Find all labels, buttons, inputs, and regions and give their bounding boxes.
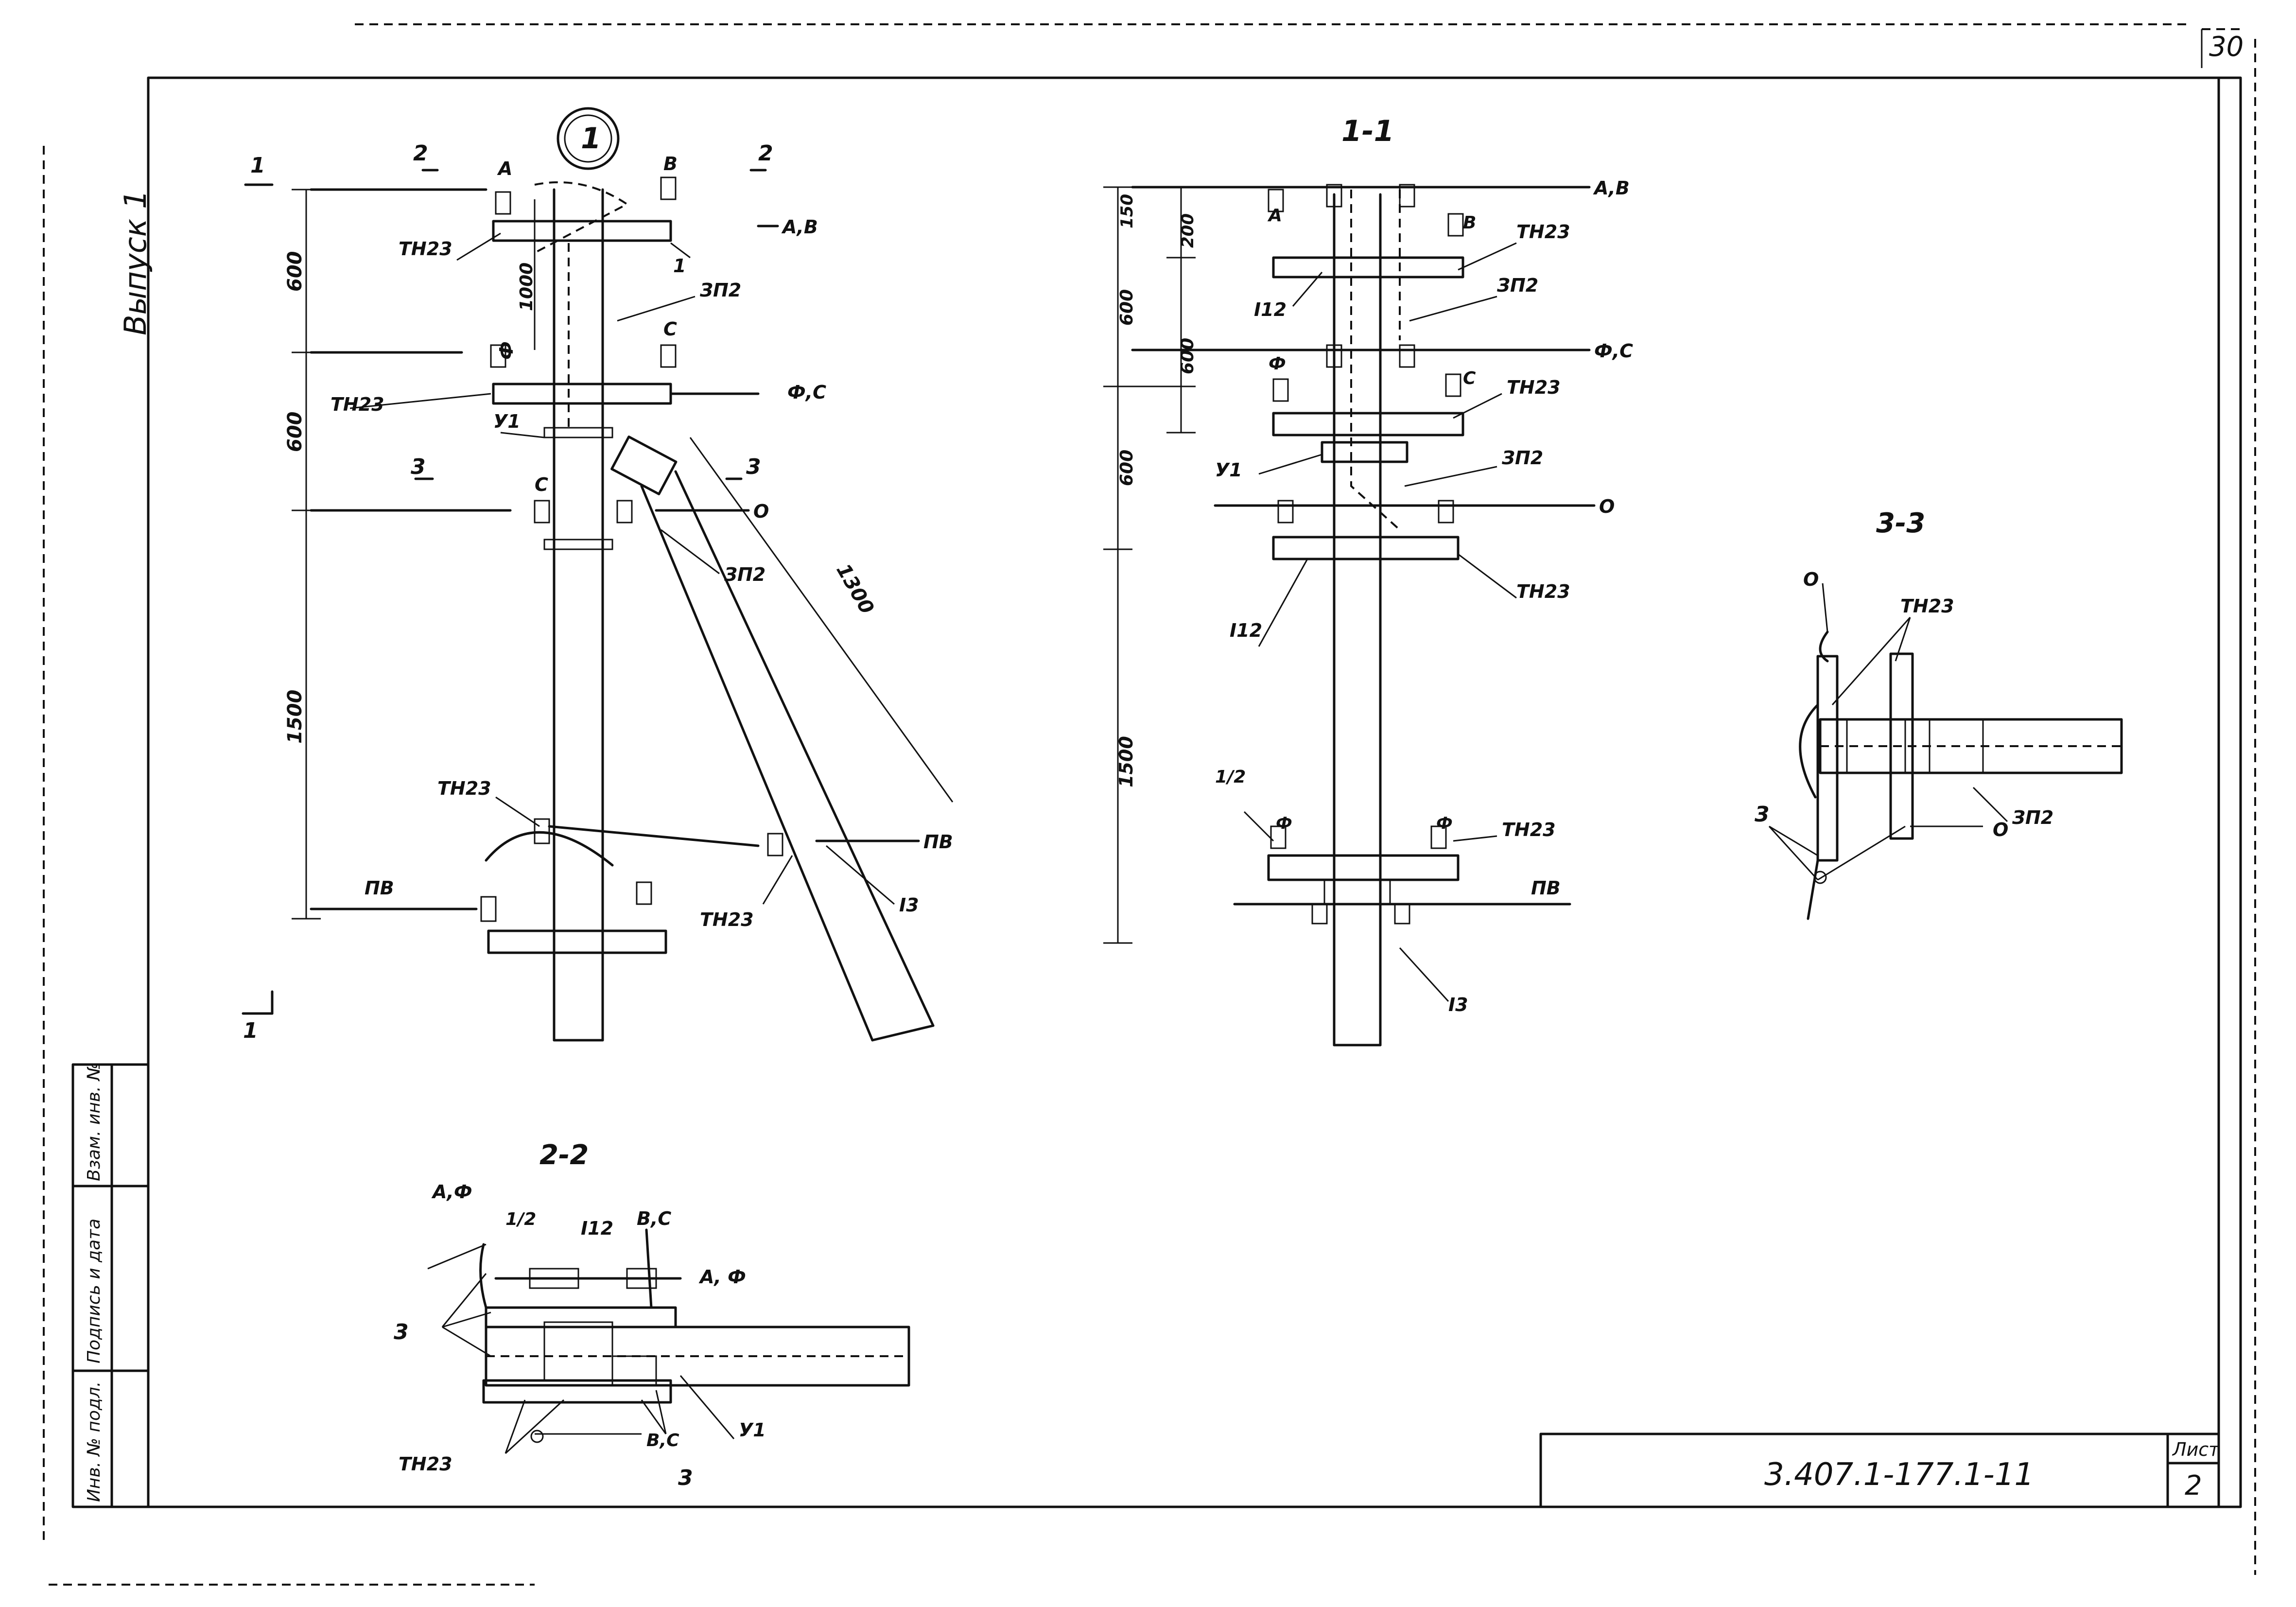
main-label-o: О (753, 501, 769, 522)
main-label-tn23-top: ТН23 (399, 238, 452, 260)
section-1-1 (1103, 184, 1596, 1047)
section-2-2 (427, 1228, 910, 1454)
sheet-frame (43, 23, 2256, 1586)
main-cut-1-top: 1 (250, 153, 265, 178)
s22-label-af-wire: А, Ф (698, 1266, 746, 1288)
s11-label-u1: У1 (1215, 459, 1242, 481)
s11-label-o: О (1599, 496, 1615, 517)
s33-label-o-top: О (1803, 569, 1819, 590)
main-cut-2-right: 2 (758, 141, 773, 166)
list-number: 2 (2185, 1470, 2202, 1502)
corner-sheet-number: 30 (2209, 31, 2244, 63)
s11-label-zp2-2: ЗП2 (1501, 447, 1543, 469)
s11-label-i3: I3 (1448, 994, 1468, 1015)
stamp-signature-date: Подпись и дата (84, 1219, 104, 1363)
s11-label-tn23-4: ТН23 (1502, 819, 1556, 840)
main-label-u1: У1 (493, 411, 521, 432)
main-label-f: Ф (496, 341, 517, 360)
main-dim-600-top: 600 (284, 251, 306, 292)
s33-label-zp2: ЗП2 (2012, 807, 2053, 828)
main-label-zp2-top: ЗП2 (699, 279, 741, 301)
s33-label-three: 3 (1755, 802, 1770, 827)
s11-dim-200: 200 (1178, 213, 1198, 248)
document-code: 3.407.1-177.1-11 (1764, 1457, 2034, 1493)
main-label-i3: I3 (899, 894, 919, 916)
main-label-av-wire: А,В (781, 216, 818, 238)
s22-label-three-left: 3 (394, 1320, 409, 1345)
main-dim-1000: 1000 (517, 262, 537, 311)
stamp-vzam-inv: Взам. инв. № (84, 1063, 104, 1181)
section-3-3-title: 3-3 (1876, 507, 1925, 539)
s11-label-f3: Ф (1436, 814, 1453, 833)
main-label-v: В (663, 153, 678, 175)
s11-label-zp2-1: ЗП2 (1496, 275, 1538, 296)
s11-label-s: С (1463, 368, 1476, 388)
main-cut-2-left: 2 (413, 141, 428, 166)
s11-label-tn23-2: ТН23 (1507, 377, 1561, 398)
s22-label-frac: 1/2 (505, 1209, 536, 1229)
main-label-fs-wire: Ф,С (787, 382, 826, 403)
s11-label-i12-1: I12 (1254, 299, 1287, 320)
main-label-a: А (497, 158, 512, 179)
s33-label-tn23: ТН23 (1900, 595, 1954, 617)
s11-label-v: В (1463, 213, 1476, 233)
s11-dim-1500: 1500 (1115, 736, 1137, 787)
s11-label-f: Ф (1269, 354, 1286, 374)
node-marker-number: 1 (581, 122, 601, 156)
s33-label-o-bottom: О (1993, 819, 2008, 840)
main-dim-600-mid: 600 (284, 412, 306, 453)
main-label-tn23-bottom: ТН23 (437, 778, 491, 799)
s22-label-vs-top: В,С (637, 1208, 671, 1229)
s11-dim-600-a: 600 (1117, 289, 1137, 326)
s22-label-i12: I12 (581, 1218, 613, 1239)
s11-label-av-wire: А,В (1593, 177, 1630, 199)
s11-label-i12-2: I12 (1230, 620, 1262, 641)
s22-label-vs-wire: В,С (646, 1431, 679, 1450)
s11-label-fs-wire: Ф,С (1594, 340, 1633, 362)
main-cut-3-right: 3 (746, 454, 761, 479)
node-marker-circle (557, 107, 620, 170)
s22-label-three-right: 3 (678, 1466, 693, 1490)
s11-dim-600-c: 600 (1117, 450, 1137, 486)
node-marker-inner (564, 114, 612, 163)
main-cut-1-bottom: 1 (243, 1018, 258, 1043)
main-label-pv-right: ПВ (923, 831, 953, 853)
section-1-1-title: 1-1 (1341, 114, 1394, 148)
s11-dim-150: 150 (1117, 194, 1137, 228)
s11-label-tn23-1: ТН23 (1516, 221, 1570, 243)
main-label-s-lower: С (535, 474, 548, 495)
main-label-one: 1 (673, 255, 686, 277)
list-label: Лист (2172, 1439, 2220, 1460)
main-dim-1300: 1300 (832, 560, 878, 618)
section-2-2-title: 2-2 (539, 1139, 589, 1171)
main-label-tn23-mid: ТН23 (330, 394, 384, 415)
s11-label-tn23-3: ТН23 (1516, 581, 1570, 602)
s11-label-f2: Ф (1276, 814, 1292, 833)
s11-label-a: А (1267, 206, 1282, 226)
main-label-tn23-strut: ТН23 (700, 909, 754, 930)
s22-label-u1: У1 (739, 1419, 766, 1441)
s11-label-pv: ПВ (1531, 877, 1561, 899)
s22-label-tn23: ТН23 (399, 1453, 452, 1475)
s22-label-af-top: А,Ф (431, 1181, 472, 1203)
section-3-3 (1768, 583, 2123, 920)
s11-dim-600-b: 600 (1178, 338, 1198, 374)
main-label-pv-left: ПВ (365, 877, 394, 899)
s11-label-frac: 1/2 (1215, 767, 1246, 787)
main-cut-3-left: 3 (411, 454, 426, 479)
main-dim-1500: 1500 (284, 690, 306, 744)
edition-label: Выпуск 1 (118, 190, 153, 335)
main-label-s: С (663, 318, 677, 340)
stamp-inv-podl: Инв. № подл. (84, 1381, 104, 1502)
main-view (242, 169, 954, 1042)
main-label-zp2-strut: ЗП2 (724, 564, 765, 585)
